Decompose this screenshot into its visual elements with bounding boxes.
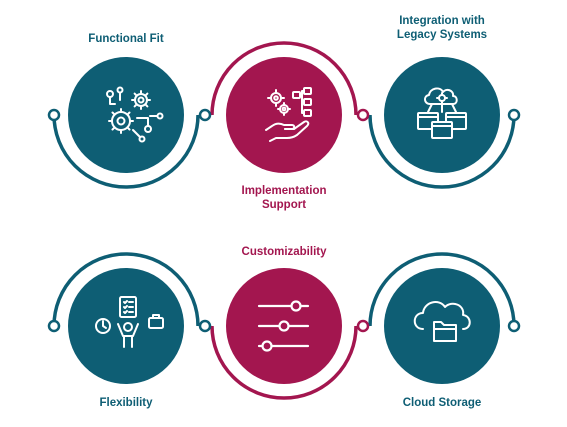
label-line: Integration with bbox=[399, 15, 485, 27]
gears-network-icon bbox=[106, 86, 164, 143]
label-line: Support bbox=[261, 199, 307, 211]
arc-functional-fit bbox=[52, 114, 200, 189]
connector-row2 bbox=[52, 252, 516, 400]
arc-flexibility bbox=[52, 252, 200, 327]
connector-dot bbox=[356, 108, 370, 122]
node-flexibility bbox=[68, 268, 184, 384]
arc-customizability bbox=[210, 325, 358, 400]
arc-integration-legacy bbox=[368, 114, 516, 189]
label-integration-legacy: Integration with Legacy Systems bbox=[397, 14, 487, 42]
connector-row1 bbox=[52, 41, 516, 189]
person-tasks-icon bbox=[95, 296, 164, 348]
label-implementation-support: Implementation Support bbox=[242, 184, 327, 212]
cloud-folder-icon bbox=[413, 301, 471, 342]
connector-dot bbox=[198, 108, 212, 122]
connector-dot bbox=[47, 108, 61, 122]
connector-dots-row1 bbox=[47, 108, 521, 122]
connector-dot bbox=[507, 108, 521, 122]
connector-dot bbox=[507, 319, 521, 333]
connector-dot bbox=[356, 319, 370, 333]
arc-implementation-support bbox=[210, 41, 358, 116]
label-flexibility: Flexibility bbox=[99, 397, 153, 409]
label-functional-fit: Functional Fit bbox=[88, 33, 164, 45]
node-integration-legacy bbox=[384, 57, 500, 173]
label-customizability: Customizability bbox=[241, 246, 327, 258]
sliders-icon bbox=[257, 300, 310, 352]
cloud-gear-windows-icon bbox=[417, 87, 467, 139]
label-line: Implementation bbox=[241, 185, 327, 197]
connector-dot bbox=[47, 319, 61, 333]
gears-hand-icon bbox=[265, 87, 312, 142]
connector-dot bbox=[198, 319, 212, 333]
node-functional-fit bbox=[68, 57, 184, 173]
label-line: Legacy Systems bbox=[396, 29, 488, 41]
arc-cloud-storage bbox=[368, 252, 516, 327]
connector-dots-row2 bbox=[47, 319, 521, 333]
node-cloud-storage bbox=[384, 268, 500, 384]
label-cloud-storage: Cloud Storage bbox=[402, 397, 482, 409]
